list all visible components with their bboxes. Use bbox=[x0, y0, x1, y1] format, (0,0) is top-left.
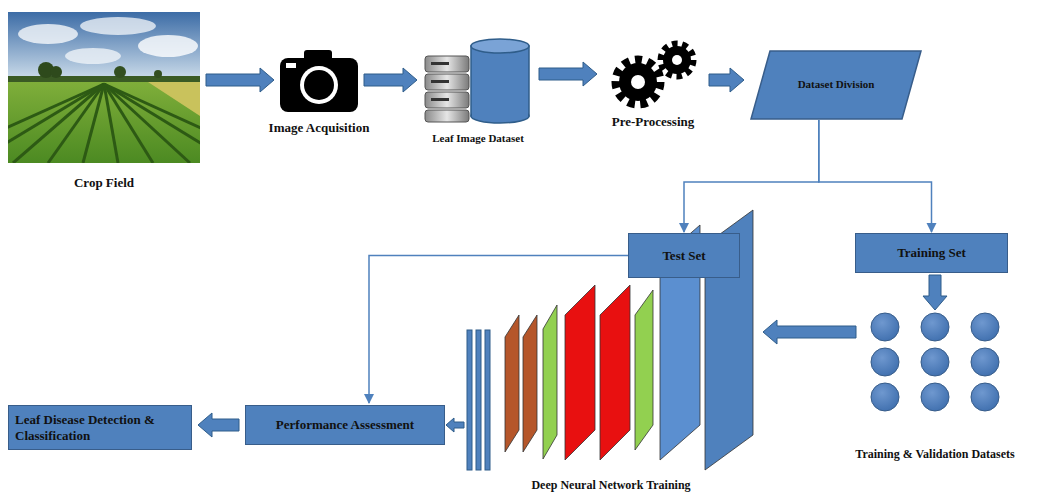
block-arrow bbox=[364, 68, 417, 92]
camera-icon bbox=[280, 48, 358, 112]
connector bbox=[364, 68, 417, 92]
connector bbox=[709, 68, 744, 92]
process-box: Training Set bbox=[855, 233, 1008, 273]
connector bbox=[923, 275, 947, 310]
flow-line bbox=[819, 120, 932, 232]
gears-icon bbox=[603, 38, 703, 110]
icon-node: Pre-Processing bbox=[603, 38, 703, 110]
block-arrow bbox=[198, 413, 239, 437]
node-caption: Leaf Image Dataset bbox=[432, 132, 524, 145]
node-caption: Training & Validation Datasets bbox=[855, 447, 1014, 461]
node-label: Performance Assessment bbox=[276, 417, 414, 433]
node-caption: Crop Field bbox=[74, 175, 134, 191]
process-box: Performance Assessment bbox=[245, 405, 445, 445]
process-box: Leaf Disease Detection & Classification bbox=[8, 405, 192, 450]
crop-field-photo bbox=[8, 12, 200, 163]
dataset-circles bbox=[862, 312, 1008, 412]
flow-line bbox=[369, 256, 628, 404]
connector bbox=[198, 413, 239, 437]
dataset-node: Training & Validation Datasets bbox=[862, 312, 1008, 412]
photo-node: Crop Field bbox=[8, 12, 200, 163]
node-caption: Image Acquisition bbox=[269, 120, 370, 136]
icon-node: Leaf Image Dataset bbox=[423, 38, 533, 124]
block-arrow bbox=[539, 62, 597, 86]
connector bbox=[684, 120, 819, 232]
block-arrow bbox=[763, 320, 856, 344]
connector bbox=[206, 68, 274, 92]
block-arrow bbox=[923, 275, 947, 310]
node-caption: Pre-Processing bbox=[612, 114, 695, 130]
node-label: Test Set bbox=[662, 248, 705, 264]
flow-line bbox=[684, 120, 819, 232]
node-label: Training Set bbox=[897, 245, 966, 261]
block-arrow bbox=[709, 68, 744, 92]
process-box: Test Set bbox=[628, 233, 740, 278]
connector bbox=[369, 256, 628, 404]
network-node: Deep Neural Network Training bbox=[465, 205, 757, 472]
connector bbox=[763, 320, 856, 344]
node-label: Leaf Disease Detection & Classification bbox=[15, 412, 185, 443]
database-icon bbox=[423, 38, 533, 124]
connector bbox=[539, 62, 597, 86]
data-parallelogram: Dataset Division bbox=[750, 50, 922, 120]
icon-node: Image Acquisition bbox=[280, 48, 358, 112]
block-arrow bbox=[446, 418, 464, 432]
node-caption: Deep Neural Network Training bbox=[531, 478, 690, 492]
connector bbox=[446, 418, 464, 432]
node-label: Dataset Division bbox=[798, 78, 875, 91]
connector bbox=[819, 120, 932, 232]
block-arrow bbox=[206, 68, 274, 92]
